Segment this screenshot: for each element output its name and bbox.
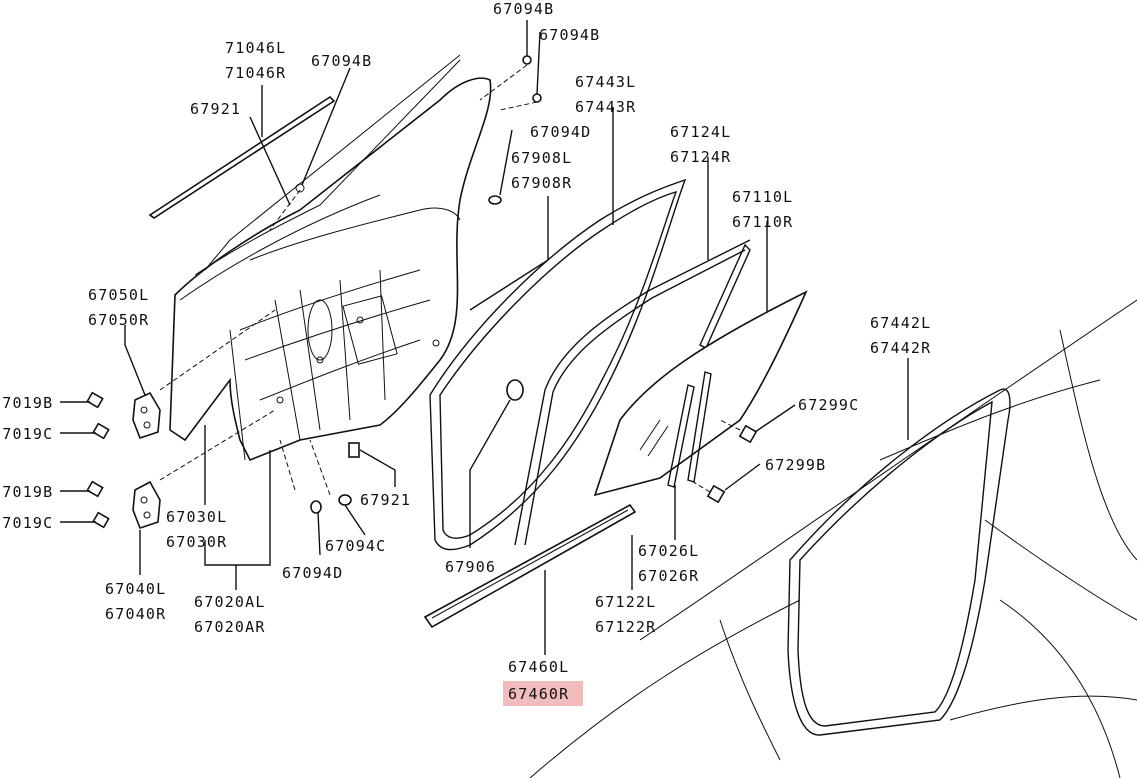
label-67921-top[interactable]: 67921 [190, 100, 241, 118]
label-67124L[interactable]: 67124L [670, 123, 731, 141]
door-weatherstrip [429, 178, 687, 551]
label-67020AL[interactable]: 67020AL [194, 593, 266, 611]
label-67921-mid[interactable]: 67921 [360, 491, 411, 509]
label-67030L[interactable]: 67030L [166, 508, 227, 526]
door-panel [169, 54, 492, 462]
label-67050R[interactable]: 67050R [88, 311, 149, 329]
clips [310, 55, 542, 514]
label-67122R[interactable]: 67122R [595, 618, 656, 636]
label-67094B-right[interactable]: 67094B [539, 26, 600, 44]
label-67110L[interactable]: 67110L [732, 188, 793, 206]
label-67442L[interactable]: 67442L [870, 314, 931, 332]
label-67094C[interactable]: 67094C [325, 537, 386, 555]
label-67443R[interactable]: 67443R [575, 98, 636, 116]
label-67299C[interactable]: 67299C [798, 396, 859, 414]
label-67299B[interactable]: 67299B [765, 456, 826, 474]
run-channel [514, 239, 751, 546]
label-67908L[interactable]: 67908L [511, 149, 572, 167]
label-67442R[interactable]: 67442R [870, 339, 931, 357]
label-71046L[interactable]: 71046L [225, 39, 286, 57]
label-67040L[interactable]: 67040L [105, 580, 166, 598]
label-67094D-bottom[interactable]: 67094D [282, 564, 343, 582]
dashed-guides [159, 64, 741, 496]
label-67019B-upper[interactable]: 67019B [0, 394, 53, 412]
label-67122L[interactable]: 67122L [595, 593, 656, 611]
label-67019C-upper[interactable]: 67019C [0, 425, 53, 443]
car-body-outline [529, 299, 1137, 778]
label-67906[interactable]: 67906 [445, 558, 496, 576]
door-opening-weatherstrip [787, 388, 1011, 736]
label-67908R[interactable]: 67908R [511, 174, 572, 192]
label-67443L[interactable]: 67443L [575, 73, 636, 91]
label-67094B-left[interactable]: 67094B [311, 52, 372, 70]
bolts [86, 391, 758, 529]
label-67026L[interactable]: 67026L [638, 542, 699, 560]
highlight-67460R [503, 681, 583, 706]
label-67040R[interactable]: 67040R [105, 605, 166, 623]
label-67020AR[interactable]: 67020AR [194, 618, 266, 636]
part-labels: 67094B 67094B 67094B 71046L 71046R 67921… [0, 0, 931, 703]
label-67110R[interactable]: 67110R [732, 213, 793, 231]
label-67026R[interactable]: 67026R [638, 567, 699, 585]
door-glass [593, 290, 808, 497]
belt-moulding [148, 95, 336, 219]
label-67460R[interactable]: 67460R [508, 685, 569, 703]
label-67460L[interactable]: 67460L [508, 658, 569, 676]
leader-lines [60, 20, 909, 655]
label-67050L[interactable]: 67050L [88, 286, 149, 304]
lower-hinge [132, 480, 161, 529]
label-67019C-lower[interactable]: 67019C [0, 514, 53, 532]
label-67019B-lower[interactable]: 67019B [0, 483, 53, 501]
label-71046R[interactable]: 71046R [225, 64, 286, 82]
upper-hinge [132, 391, 161, 439]
label-67094D-top[interactable]: 67094D [530, 123, 591, 141]
inner-belt-weatherstrip [423, 503, 637, 629]
label-67124R[interactable]: 67124R [670, 148, 731, 166]
window-sash [699, 243, 751, 349]
label-67030R[interactable]: 67030R [166, 533, 227, 551]
label-67094B-top[interactable]: 67094B [493, 0, 554, 18]
